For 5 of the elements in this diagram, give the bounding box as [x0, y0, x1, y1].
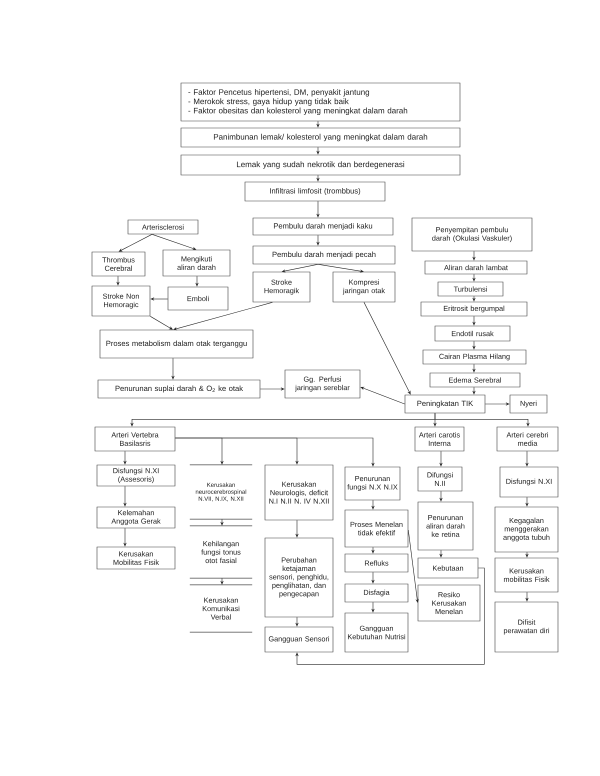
- arrow: [173, 302, 273, 330]
- arrow: [282, 264, 318, 273]
- arrow: [118, 234, 152, 252]
- arrow: [295, 568, 485, 665]
- arrow: [150, 316, 173, 330]
